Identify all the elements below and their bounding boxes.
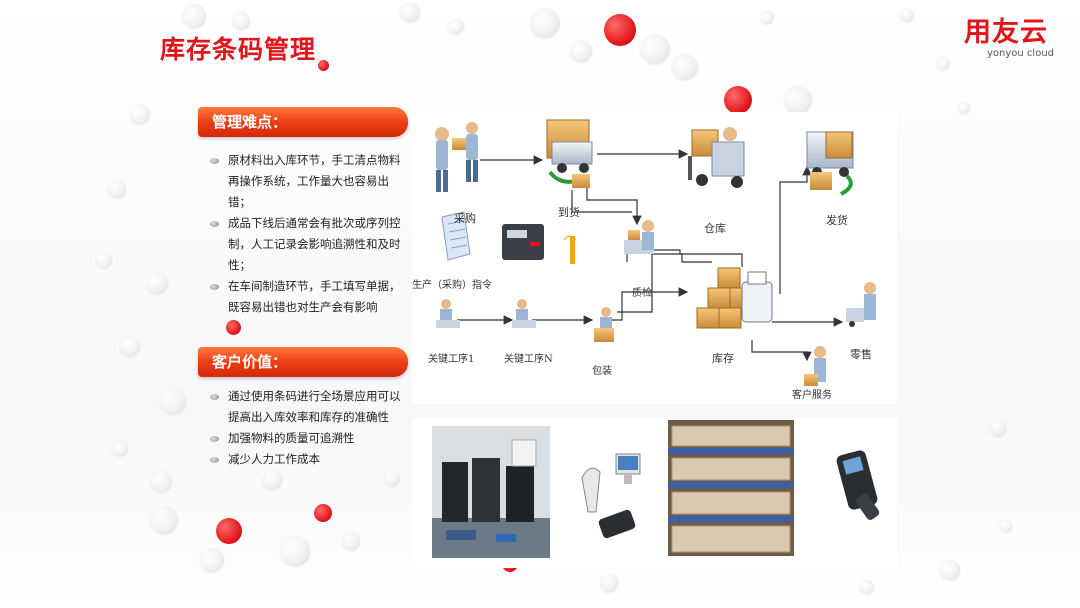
label-warehouse: 仓库 [704,222,726,235]
arrival-truck-icon [546,119,593,188]
warehouse-forklift-icon [688,127,745,188]
label-purchase: 采购 [454,212,476,225]
label-inventory: 库存 [712,352,734,365]
list-item: 通过使用条码进行全场景应用可以提高出入库效率和库存的准确性 [210,386,402,428]
difficulties-list: 原材料出入库环节，手工清点物料再操作系统，工作量大也容易出错； 成品下线后通常会… [210,150,402,318]
label-process-1: 关键工序1 [428,354,475,365]
label-instruction: 生产（采购）指令 [412,280,492,291]
decor-bubble [216,518,242,544]
photo-strip-canvas [432,420,880,558]
decor-bubble [342,532,360,550]
decor-bubble [990,420,1006,436]
decor-bubble [1000,520,1012,532]
decor-bubble [318,60,329,71]
decor-bubble [940,560,960,580]
decor-bubble [600,574,618,592]
decor-bubble [672,54,698,80]
decor-bubble [130,104,150,124]
label-shipping: 发货 [826,214,848,227]
decor-bubble [570,40,592,62]
decor-bubble [108,180,126,198]
shipping-truck-icon [806,131,854,196]
decor-bubble [604,14,636,46]
decor-bubble [120,336,140,356]
decor-bubble [314,504,332,522]
decor-bubble [226,320,241,335]
purchase-figure [435,122,478,192]
decor-bubble [146,272,168,294]
logo-text-en: yonyou cloud [987,48,1055,59]
decor-bubble [784,86,812,114]
decor-bubble [530,8,560,38]
label-packing: 包装 [592,366,612,377]
decor-bubble [958,102,970,114]
label-arrival: 到货 [558,206,580,219]
decor-bubble [400,2,420,22]
decor-bubble [900,8,914,22]
section-header-difficulties: 管理难点： [198,107,408,137]
decor-bubble [150,506,178,534]
value-list: 通过使用条码进行全场景应用可以提高出入库效率和库存的准确性 加强物料的质量可追溯… [210,386,402,470]
decor-bubble [860,580,874,594]
page-title: 库存条码管理 [160,35,317,64]
label-retail: 零售 [850,348,872,361]
list-item: 成品下线后通常会有批次或序列控制，人工记录会影响追溯性和及时性； [210,213,402,276]
list-item: 加强物料的质量可追溯性 [210,428,402,449]
list-item: 减少人力工作成本 [210,449,402,470]
retail-icon [846,282,876,327]
list-item: 在车间制造环节，手工填写单据，既容易出错也对生产会有影响 [210,276,402,318]
process-diagram: 采购 到货 仓库 发货 生产（采购）指令 质检 关键工序1 关键工序N 包装 库… [412,112,897,404]
decor-bubble [262,470,282,490]
decor-bubble [760,10,774,24]
packing-icon [594,307,614,342]
decor-bubble [724,86,752,114]
printer-photo [432,426,550,558]
label-quality: 质检 [632,288,652,299]
decor-bubble [384,470,400,486]
barcode-scanner-icon [563,235,577,264]
customer-service-icon [804,346,826,386]
instruction-document-icon [441,211,471,261]
decor-bubble [96,252,112,268]
inventory-stack-icon [696,267,773,329]
process-1-icon [436,299,460,328]
decor-bubble [640,34,670,64]
label-printer-icon [502,224,544,260]
handheld-terminal-photo [836,450,880,520]
process-diagram-canvas [435,119,876,386]
decor-bubble [280,536,310,566]
process-n-icon [512,299,536,328]
brand-logo: 用友云 yonyou cloud [964,17,1064,60]
decor-bubble [232,12,250,30]
label-customer-service: 客户服务 [792,390,832,401]
photo-strip [412,418,897,568]
decor-bubble [150,470,172,492]
decor-bubble [112,440,128,456]
decor-bubble [182,4,206,28]
logo-text-cn: 用友云 [964,17,1048,48]
decor-bubble [200,548,224,572]
label-process-n: 关键工序N [504,354,553,365]
decor-bubble [160,388,186,414]
list-item: 原材料出入库环节，手工清点物料再操作系统，工作量大也容易出错； [210,150,402,213]
section-header-value: 客户价值： [198,347,408,377]
warehouse-shelves-photo [668,420,794,556]
decor-bubble [936,56,950,70]
quality-inspection-icon [624,220,654,254]
scanner-devices-photo [581,453,641,539]
decor-bubble [448,18,464,34]
